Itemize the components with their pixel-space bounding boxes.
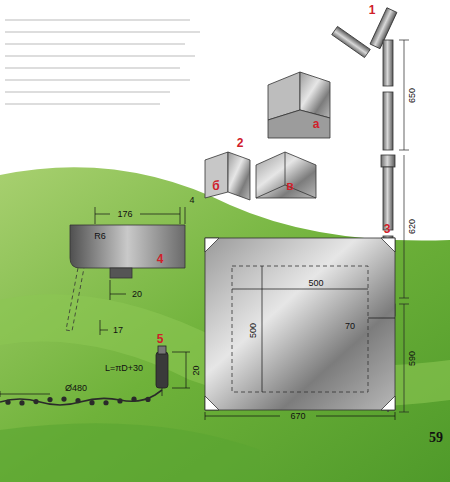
dimension-label: 17 xyxy=(113,326,123,335)
dimension-label: R6 xyxy=(94,232,106,241)
wire-bead xyxy=(145,397,150,402)
dimension-label: Ø480 xyxy=(65,384,87,393)
wire-bead xyxy=(89,400,94,405)
dimension-label: 4 xyxy=(189,196,194,205)
dimension-label: 500 xyxy=(250,322,259,337)
wire-bead xyxy=(103,400,108,405)
dimension-label: 670 xyxy=(290,412,305,421)
callout-number: б xyxy=(212,180,219,192)
dimension-label: 500 xyxy=(308,279,323,288)
wire-bead xyxy=(19,400,24,405)
wire-bead xyxy=(5,400,10,405)
wire-bead xyxy=(75,398,80,403)
dimension-label: 20 xyxy=(132,290,142,299)
callout-number: в xyxy=(286,180,293,192)
dimension-label: L=πD+30 xyxy=(105,364,143,373)
callout-number: а xyxy=(313,118,320,130)
wire-bead xyxy=(117,398,122,403)
figure-number: 59 xyxy=(429,431,443,445)
dimension-label: 620 xyxy=(409,218,418,233)
wire-bead xyxy=(61,397,66,402)
dimension-label: 20 xyxy=(191,365,200,375)
callout-number: 4 xyxy=(157,253,164,265)
wire-bead xyxy=(33,399,38,404)
callout-number: 5 xyxy=(157,333,164,345)
callout-number: 1 xyxy=(369,4,376,16)
wire-bead xyxy=(131,397,136,402)
wire-bead xyxy=(47,397,52,402)
dimension-label: 590 xyxy=(409,350,418,365)
dimension-label: 176 xyxy=(117,210,132,219)
dimension-label: 70 xyxy=(345,322,355,331)
dimension-label: 650 xyxy=(409,87,418,102)
callout-number: 3 xyxy=(384,223,391,235)
callout-number: 2 xyxy=(237,137,244,149)
